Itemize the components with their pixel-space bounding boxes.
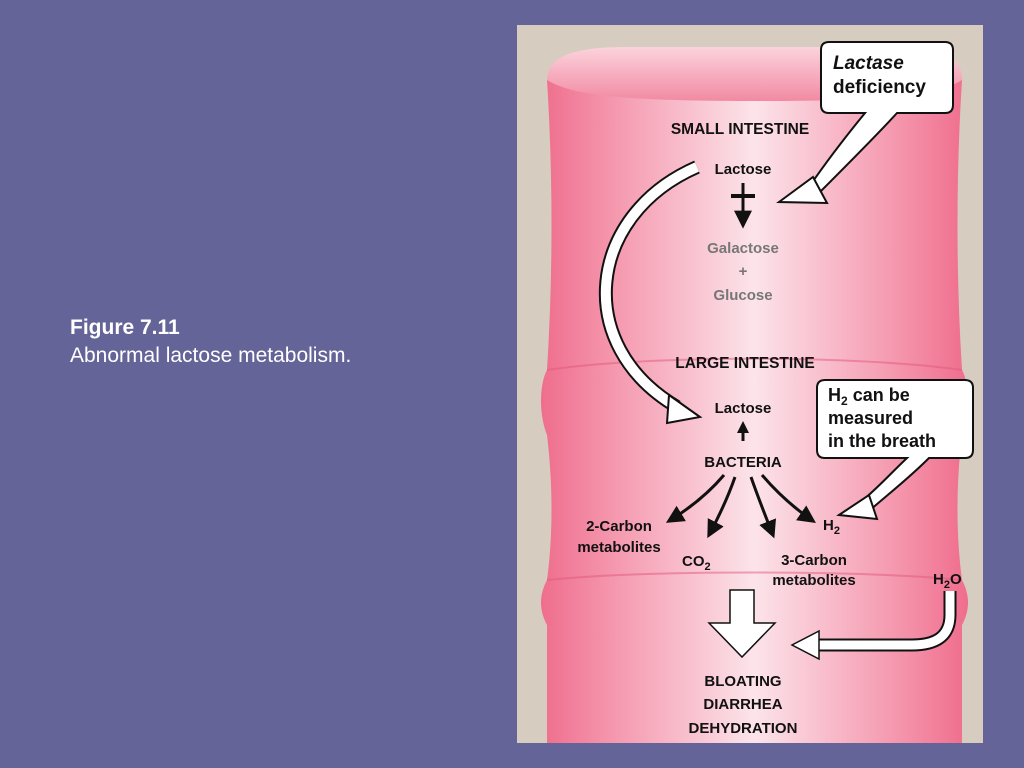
lactase-deficiency-callout: Lactase deficiency — [776, 41, 954, 205]
h2-breath-callout: H2 can be measured in the breath — [816, 379, 974, 521]
bacteria-to-lactose-arrow — [737, 421, 749, 441]
fold-line-upper — [546, 357, 963, 371]
lactose-transit-arrow — [598, 160, 703, 425]
co2-label: CO2 — [682, 553, 711, 573]
three-carbon-line2: metabolites — [772, 572, 855, 589]
fermentation-arrows — [665, 474, 816, 539]
outcome-down-arrow — [707, 589, 777, 659]
outcome-list: BLOATING DIARRHEA DEHYDRATION — [689, 673, 798, 737]
intestine-tube — [541, 80, 968, 743]
galactose-glucose-products: Galactose + Glucose — [707, 240, 779, 304]
plus-sign: + — [739, 263, 748, 280]
lactose-metabolism-diagram: Lactase deficiency SMALL INTESTINE Lacto… — [517, 25, 983, 743]
h2-callout-line2: measured — [828, 408, 913, 428]
fold-line-lower — [546, 571, 963, 581]
galactose-label: Galactose — [707, 240, 779, 257]
figure-caption: Figure 7.11 Abnormal lactose metabolism. — [70, 314, 351, 370]
h2-callout-line1: H2 can be — [828, 385, 910, 408]
two-carbon-line1: 2-Carbon — [586, 518, 652, 535]
bacteria-label: BACTERIA — [704, 454, 782, 471]
figure-title: Figure 7.11 — [70, 316, 180, 339]
h2-callout-line3: in the breath — [828, 431, 936, 451]
three-carbon-line1: 3-Carbon — [781, 552, 847, 569]
deficiency-label: deficiency — [833, 77, 926, 98]
large-intestine-lactose: Lactose — [715, 400, 772, 417]
small-intestine-lactose: Lactose — [715, 161, 772, 178]
large-intestine-heading: LARGE INTESTINE — [675, 355, 815, 372]
lactase-label: Lactase — [833, 53, 904, 74]
figure-description: Abnormal lactose metabolism. — [70, 344, 352, 367]
blocked-reaction-arrow — [731, 183, 755, 229]
outcome-diarrhea: DIARRHEA — [703, 696, 782, 713]
water-influx-arrow — [790, 591, 957, 661]
h2-label: H2 — [823, 517, 840, 537]
two-carbon-line2: metabolites — [577, 539, 660, 556]
glucose-label: Glucose — [713, 287, 772, 304]
outcome-bloating: BLOATING — [704, 673, 781, 690]
outcome-dehydration: DEHYDRATION — [689, 720, 798, 737]
water-label: H2O — [933, 571, 962, 591]
small-intestine-heading: SMALL INTESTINE — [671, 121, 809, 138]
